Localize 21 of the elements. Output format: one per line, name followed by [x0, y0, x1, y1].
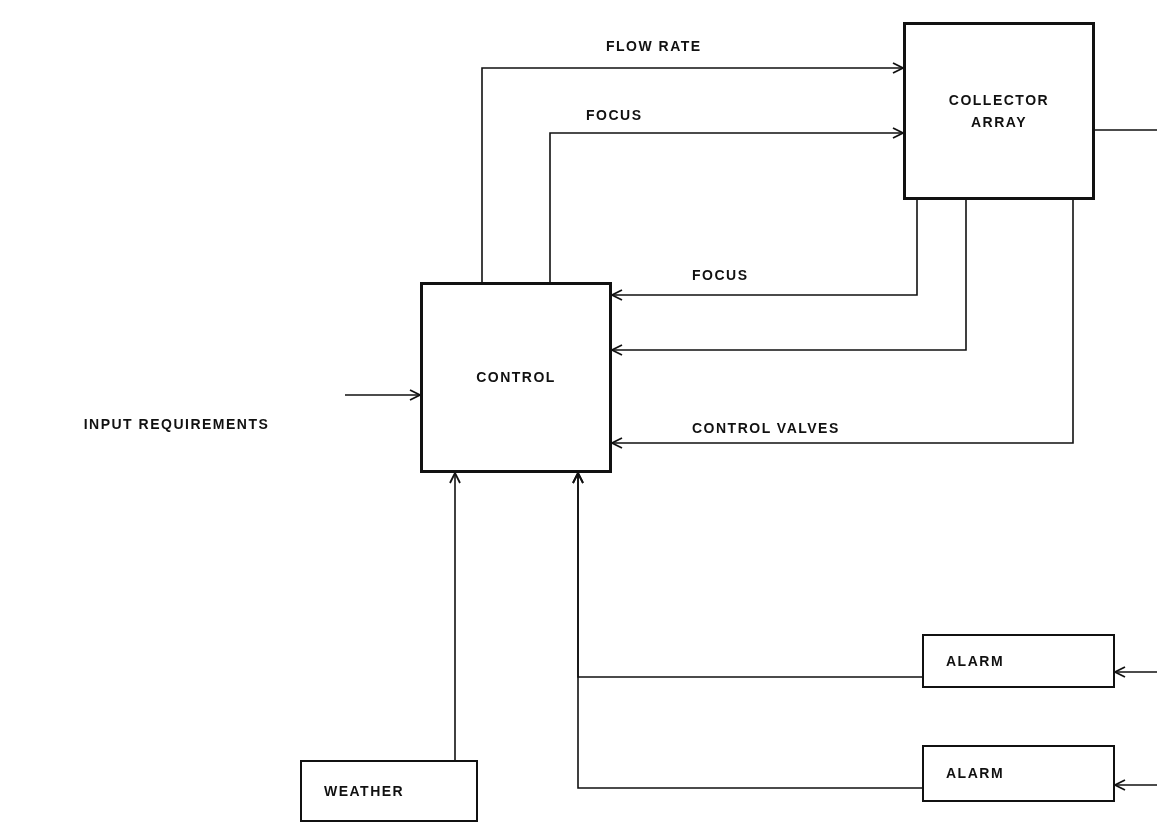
box-label: INPUT REQUIREMENTS — [83, 414, 270, 434]
arrow — [344, 389, 421, 401]
arrow — [549, 127, 904, 283]
process-box — [903, 22, 1095, 200]
box-label: COLLECTOR ARRAY — [947, 90, 1051, 132]
arrow — [1114, 666, 1157, 678]
box-label: ALARM — [946, 764, 1005, 784]
arrow — [611, 199, 1074, 449]
arrow — [611, 199, 918, 301]
box-label: WEATHER — [324, 781, 405, 801]
process-box — [420, 282, 612, 473]
box-label: ALARM — [946, 651, 1005, 671]
arrow — [481, 62, 904, 283]
arrow — [449, 472, 461, 761]
arrow — [611, 199, 967, 356]
arrow — [1114, 779, 1157, 791]
arrow — [572, 472, 923, 789]
process-box — [300, 760, 478, 822]
box-label: CONTROL — [476, 368, 556, 388]
process-box — [922, 745, 1115, 802]
process-box — [922, 634, 1115, 688]
